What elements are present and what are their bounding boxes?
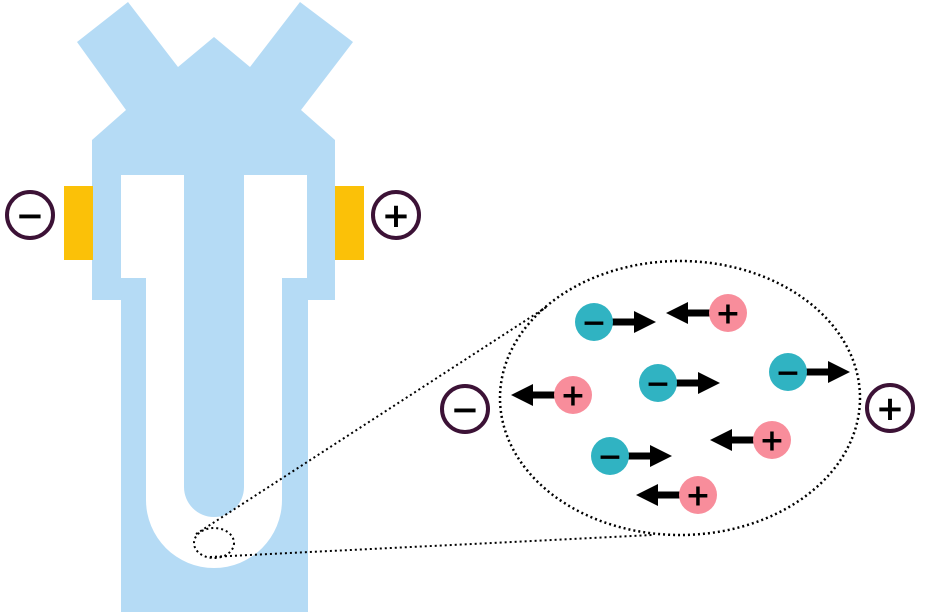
u-tube-apparatus <box>64 2 364 612</box>
minus-circle-icon <box>5 190 55 240</box>
zoom-left-terminal: − <box>440 384 490 434</box>
cation: + <box>636 476 717 514</box>
cation-sign: + <box>759 424 784 459</box>
plus-circle-icon <box>865 383 915 433</box>
anion: − <box>591 437 672 475</box>
anion-sign: − <box>597 440 622 475</box>
cation-sign: + <box>560 379 585 414</box>
zoom-right-terminal: + <box>865 383 915 433</box>
ion-group: −−−−++++ <box>511 294 850 514</box>
anion: − <box>575 303 656 341</box>
cation-ball <box>679 476 717 514</box>
zoom-left-terminal-sign: − <box>451 390 480 430</box>
right-terminal-sign: + <box>382 196 411 236</box>
zoom-callout <box>193 259 862 559</box>
arrowhead <box>666 302 688 324</box>
left-terminal-sign: − <box>16 196 45 236</box>
anion-ball <box>769 353 807 391</box>
arrowhead <box>710 429 732 451</box>
cation-sign: + <box>685 479 710 514</box>
cation: + <box>710 421 791 459</box>
left-electrode <box>64 186 93 260</box>
cation: + <box>666 294 747 332</box>
anion: − <box>639 364 720 402</box>
anion-sign: − <box>775 356 800 391</box>
zoom-line-top <box>195 305 549 535</box>
arrowhead <box>634 311 656 333</box>
cation-ball <box>709 294 747 332</box>
cation-sign: + <box>715 297 740 332</box>
anion-sign: − <box>581 306 606 341</box>
arrowhead <box>828 361 850 383</box>
arrowhead <box>636 484 658 506</box>
arrowhead <box>511 384 533 406</box>
anion: − <box>769 353 850 391</box>
minus-circle-icon <box>440 384 490 434</box>
cation: + <box>511 376 592 414</box>
plus-circle-icon <box>371 190 421 240</box>
anion-ball <box>575 303 613 341</box>
cation-ball <box>554 376 592 414</box>
zoom-line-bottom <box>209 534 653 558</box>
anion-ball <box>639 364 677 402</box>
right-terminal: + <box>371 190 421 240</box>
anion-ball <box>591 437 629 475</box>
zoom-right-terminal-sign: + <box>876 389 905 429</box>
tube-body <box>77 2 353 612</box>
left-terminal: − <box>5 190 55 240</box>
right-electrode <box>335 186 364 260</box>
zoom-source-ellipse <box>193 527 235 559</box>
arrowhead <box>698 372 720 394</box>
arrowhead <box>650 445 672 467</box>
anion-sign: − <box>645 367 670 402</box>
cation-ball <box>753 421 791 459</box>
zoom-view-ellipse <box>498 259 862 537</box>
